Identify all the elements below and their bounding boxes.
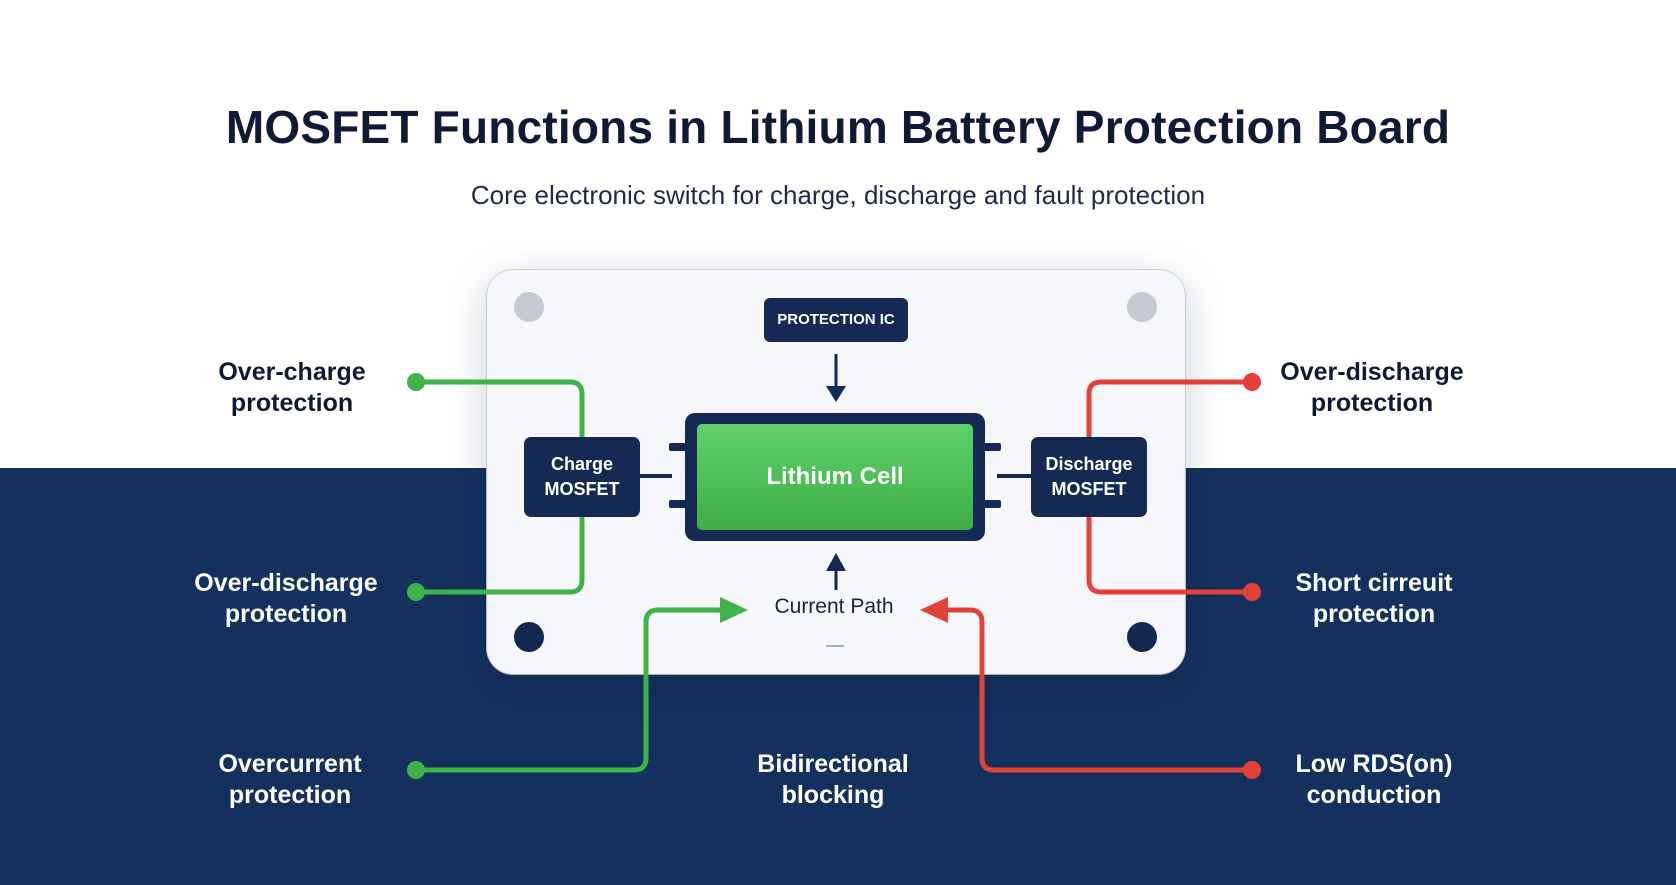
mounting-hole-top-left [514,292,544,322]
discharge-mosfet-label-line1: Discharge [1045,453,1133,474]
label-short-circuit: Short cirreuit protection [1244,568,1504,630]
wire-overcurrent [413,607,727,773]
current-arrow-head-icon [826,553,846,571]
wire-short-circuit [1086,513,1255,595]
charge-mosfet-label-line2: MOSFET [544,479,620,499]
discharge-mosfet: Discharge MOSFET [1031,437,1147,517]
label-over-discharge-left: Over-discharge protection [156,568,416,630]
label-over-charge: Over-charge protection [162,357,422,419]
cell-pin-right-bottom [981,500,1001,508]
label-overcurrent-line2: protection [228,781,352,809]
label-over-discharge-left-line2: protection [224,600,348,628]
wire-over-discharge-right [1086,379,1255,443]
wire-low-rdson [941,607,1255,773]
label-over-charge-line2: protection [230,389,354,417]
label-bidirectional-line1: Bidirectional [757,750,909,778]
red-arrow-head-icon [920,597,948,623]
charge-mosfet: Charge MOSFET [524,437,640,517]
node-short-circuit-icon [1243,583,1261,601]
lithium-cell: Lithium Cell [697,424,973,530]
wire-over-discharge-left [413,513,585,595]
label-short-circuit-line1: Short cirreuit [1295,569,1453,597]
label-over-discharge-right: Over-discharge protection [1242,357,1502,419]
label-over-discharge-right-line2: protection [1310,389,1434,417]
mounting-hole-bottom-left [514,622,544,652]
label-over-charge-line1: Over-charge [218,358,366,386]
protection-ic-chip: PROTECTION IC [764,298,908,342]
node-over-discharge-right-icon [1243,373,1261,391]
mounting-hole-bottom-right [1127,622,1157,652]
label-bidirectional-line2: blocking [781,781,885,809]
cell-pin-left-bottom [669,500,689,508]
ic-arrow-head-icon [826,386,846,402]
mounting-hole-top-right [1127,292,1157,322]
node-over-charge-icon [407,373,425,391]
label-overcurrent: Overcurrent protection [160,749,420,811]
diagram-subtitle: Core electronic switch for charge, disch… [470,180,1206,210]
label-low-rdson: Low RDS(on) conduction [1244,749,1504,811]
label-short-circuit-line2: protection [1312,600,1436,628]
label-bidirectional-blocking: Bidirectional blocking [703,749,963,811]
label-low-rdson-line1: Low RDS(on) [1295,750,1453,778]
node-overcurrent-icon [407,761,425,779]
label-over-discharge-left-line1: Over-discharge [194,569,378,597]
current-path-label: Current Path [774,595,894,618]
label-low-rdson-line2: conduction [1306,781,1442,809]
green-arrow-head-icon [720,597,748,623]
node-low-rdson-icon [1243,761,1261,779]
label-overcurrent-line1: Overcurrent [218,750,362,778]
diagram-title: MOSFET Functions in Lithium Battery Prot… [225,101,1451,153]
cell-pin-right-top [981,443,1001,451]
node-over-discharge-left-icon [407,583,425,601]
wire-over-charge [413,379,585,443]
cell-pin-left-top [669,443,689,451]
board-marking [826,645,844,647]
discharge-mosfet-label-line2: MOSFET [1051,479,1127,499]
label-over-discharge-right-line1: Over-discharge [1280,358,1464,386]
charge-mosfet-label-line1: Charge [550,453,613,474]
